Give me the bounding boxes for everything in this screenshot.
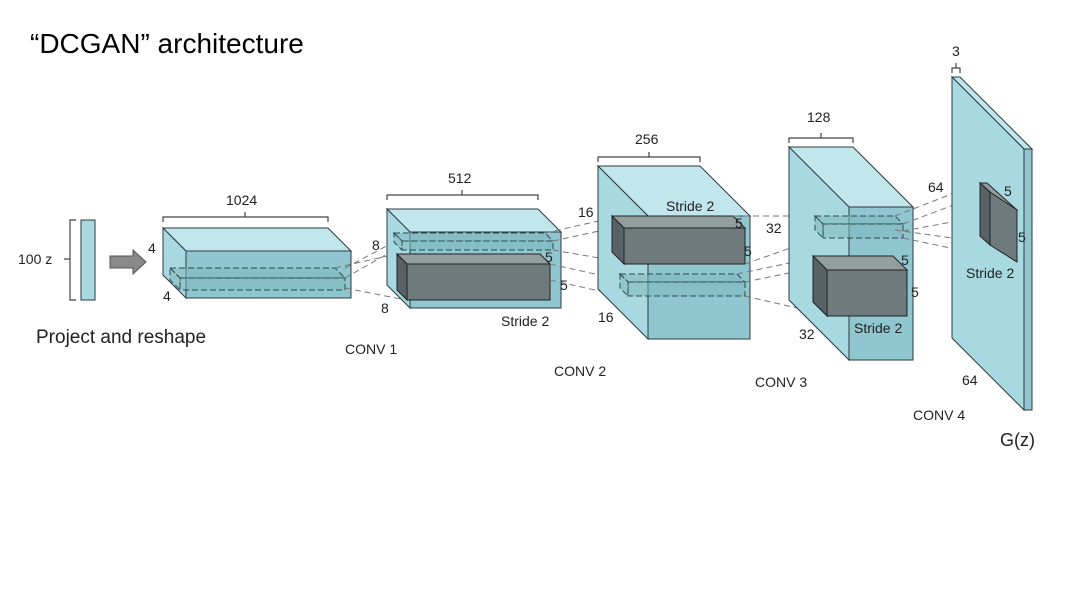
- height-64: 64: [928, 179, 944, 195]
- page-title: “DCGAN” architecture: [30, 28, 304, 59]
- input-label: 100 z: [18, 251, 52, 267]
- input-vector: 100 z Project and reshape: [18, 219, 206, 348]
- tensor-256: 256 16 16 5 5 Stride 2: [578, 131, 752, 341]
- height-16: 16: [578, 204, 594, 220]
- depth-512: 512: [448, 170, 472, 186]
- input-caption: Project and reshape: [36, 327, 206, 348]
- layer-label-conv3: CONV 3: [755, 374, 807, 390]
- width-32: 32: [799, 326, 815, 342]
- width-64: 64: [962, 372, 978, 388]
- kernel-w-2: 5: [744, 243, 752, 259]
- kernel-h-1: 5: [545, 249, 553, 265]
- height-8: 8: [372, 237, 380, 253]
- project-arrow-icon: [109, 248, 147, 276]
- kernel-h-4: 5: [1004, 183, 1012, 199]
- height-32: 32: [766, 220, 782, 236]
- width-16: 16: [598, 309, 614, 325]
- depth-128: 128: [807, 109, 831, 125]
- kernel-h-3: 5: [901, 252, 909, 268]
- kernel-h-2: 5: [735, 215, 743, 231]
- tensor-512: 512 8 8 5 5 Stride 2: [372, 170, 568, 329]
- depth-1024: 1024: [226, 192, 257, 208]
- stride-2: Stride 2: [666, 198, 714, 214]
- width-4: 4: [163, 288, 171, 304]
- layer-label-conv1: CONV 1: [345, 341, 397, 357]
- height-4: 4: [148, 240, 156, 256]
- tensor-output: 3 64 64 5 5 Stride 2: [928, 43, 1034, 412]
- output-label: G(z): [1000, 430, 1035, 450]
- depth-256: 256: [635, 131, 659, 147]
- stride-3: Stride 2: [854, 320, 902, 336]
- kernel-w-4: 5: [1018, 229, 1026, 245]
- layer-label-conv2: CONV 2: [554, 363, 606, 379]
- stride-1: Stride 2: [501, 313, 549, 329]
- width-8: 8: [381, 300, 389, 316]
- stride-4: Stride 2: [966, 265, 1014, 281]
- tensor-128: 128 32 32 5 5 Stride 2: [766, 109, 919, 362]
- kernel-w-1: 5: [560, 277, 568, 293]
- tensor-1024: 1024 4 4: [148, 192, 353, 304]
- layer-label-conv4: CONV 4: [913, 407, 965, 423]
- projection-lines-1: [334, 240, 407, 301]
- depth-3: 3: [952, 43, 960, 59]
- kernel-w-3: 5: [911, 284, 919, 300]
